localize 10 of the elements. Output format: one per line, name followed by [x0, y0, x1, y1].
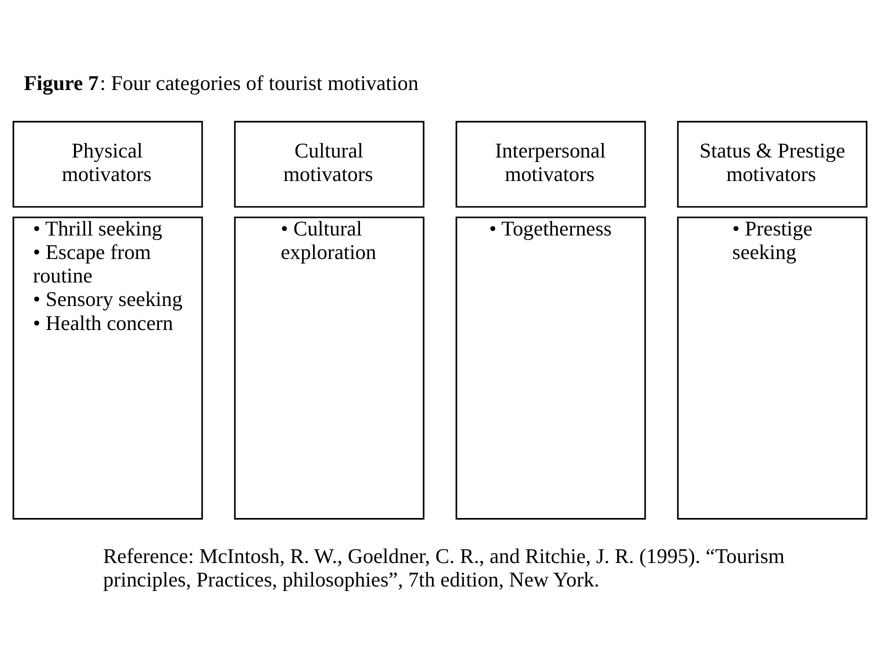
- node-box: Status & Prestige motivators: [677, 120, 868, 208]
- node-box: Interpersonal motivators: [456, 120, 646, 208]
- diagram-title: Figure 7: Four categories of tourist motivation: [24, 70, 418, 95]
- caption: Reference: McIntosh, R. W., Goeldner, C. R., and Ritchie, J. R. (1995). “Tourism principles, Practices, philosophies”, 7th edition, New York.: [103, 544, 785, 592]
- node-box: Physical motivators: [12, 120, 203, 208]
- node-box: • Togetherness: [456, 216, 646, 520]
- node-box: • Cultural exploration: [234, 216, 424, 520]
- node-box: • Thrill seeking • Escape from routine • Sensory seeking • Health concern: [12, 216, 203, 520]
- node-box: Cultural motivators: [234, 120, 424, 208]
- node-box: • Prestige seeking: [677, 216, 868, 520]
